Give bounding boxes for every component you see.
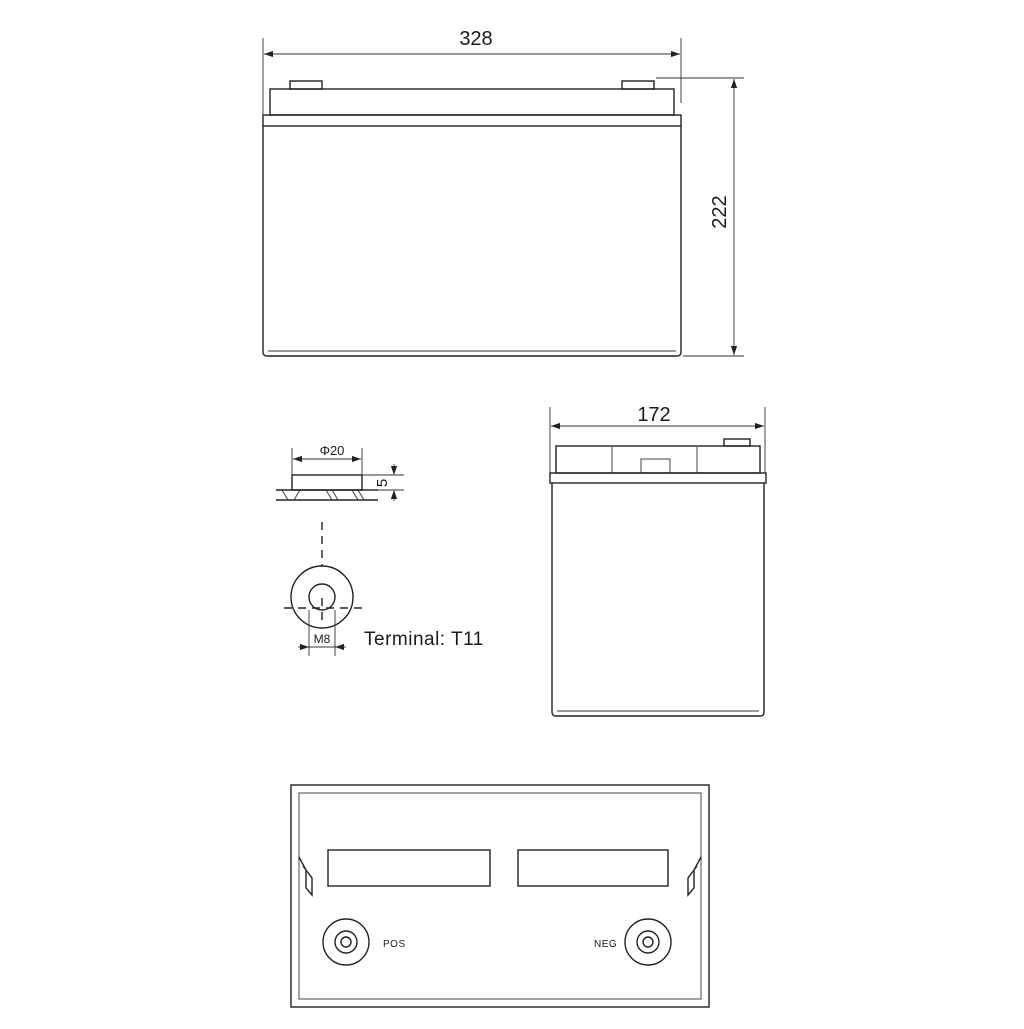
- negative-terminal: [624, 918, 672, 966]
- length-label: 328: [459, 28, 492, 50]
- label-recess-right: [517, 849, 669, 887]
- front-terminal-left: [289, 80, 323, 90]
- terminal-outer-ring: [290, 565, 354, 629]
- positive-label: POS: [383, 939, 406, 950]
- height-label: 222: [709, 195, 731, 228]
- front-body: [262, 126, 682, 357]
- side-lid-notch: [640, 458, 671, 474]
- terminal-profile: [291, 474, 363, 491]
- label-recess-left: [327, 849, 491, 887]
- front-view: 328 222: [262, 28, 744, 357]
- width-label: 172: [637, 404, 670, 426]
- top-inner-rim: [298, 792, 702, 1000]
- clip-left: [298, 856, 313, 897]
- side-view: 172: [549, 404, 767, 717]
- clip-right: [687, 856, 702, 897]
- bolt-size-label: M8: [314, 632, 331, 646]
- side-lid: [555, 445, 761, 474]
- positive-terminal: [322, 918, 370, 966]
- terminal-type-label: Terminal: T11: [364, 629, 484, 650]
- top-view: POS NEG: [290, 784, 710, 1008]
- top-outline: [290, 784, 710, 1008]
- terminal-bolt-hole: [308, 583, 336, 611]
- front-lid-rim: [262, 114, 682, 127]
- negative-label: NEG: [594, 939, 617, 950]
- terminal-diameter-label: Φ20: [320, 443, 345, 458]
- front-terminal-right: [621, 80, 655, 90]
- side-body: [551, 483, 765, 717]
- terminal-detail: Φ20 5 M8 Terminal: T11: [276, 443, 484, 656]
- side-terminal: [723, 438, 751, 447]
- terminal-base-hatch: [281, 489, 365, 501]
- front-lid: [269, 88, 675, 116]
- side-lid-rim: [549, 472, 767, 484]
- terminal-height-label: 5: [374, 479, 391, 487]
